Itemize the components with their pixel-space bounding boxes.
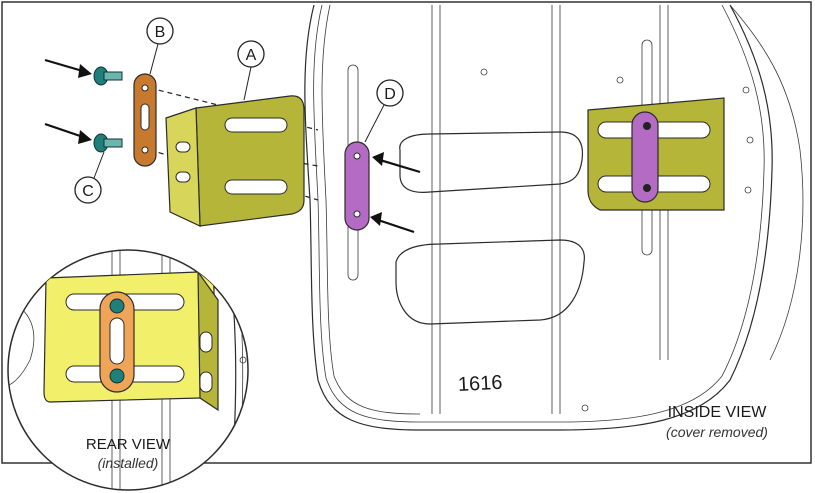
inside-view-screw-lower [643,184,651,192]
plate-d [344,141,370,231]
screw-lower [93,133,123,153]
rear-view-detail [7,249,249,491]
inside-view-screw-upper [643,122,651,130]
svg-text:B: B [155,24,166,41]
bracket-a [165,95,305,227]
svg-text:C: C [82,183,94,200]
inside-view-title: INSIDE VIEW [668,404,768,421]
callout-c: C [74,151,105,204]
rear-view-screw-upper [109,298,125,314]
inside-view-subtitle: (cover removed) [666,424,768,440]
diagram-border [1,1,812,464]
inside-view-plate [631,111,659,203]
arrow-plate-d-lower [370,212,415,234]
svg-text:D: D [384,86,396,103]
inside-view-bracket [587,97,725,211]
callout-b: B [146,17,174,75]
screw-upper [93,66,123,86]
callout-d: D [364,79,404,143]
arrow-screw-upper [44,58,92,78]
callout-a: A [237,40,265,101]
rear-view-subtitle: (installed) [98,455,159,471]
rear-view-screw-lower [109,368,125,384]
arrow-screw-lower [44,122,92,144]
svg-text:A: A [246,47,257,64]
arrow-plate-d-upper [372,152,421,174]
rear-view-title: REAR VIEW [86,436,171,453]
part-number: 1616 [457,372,503,396]
plate-b [133,73,157,167]
